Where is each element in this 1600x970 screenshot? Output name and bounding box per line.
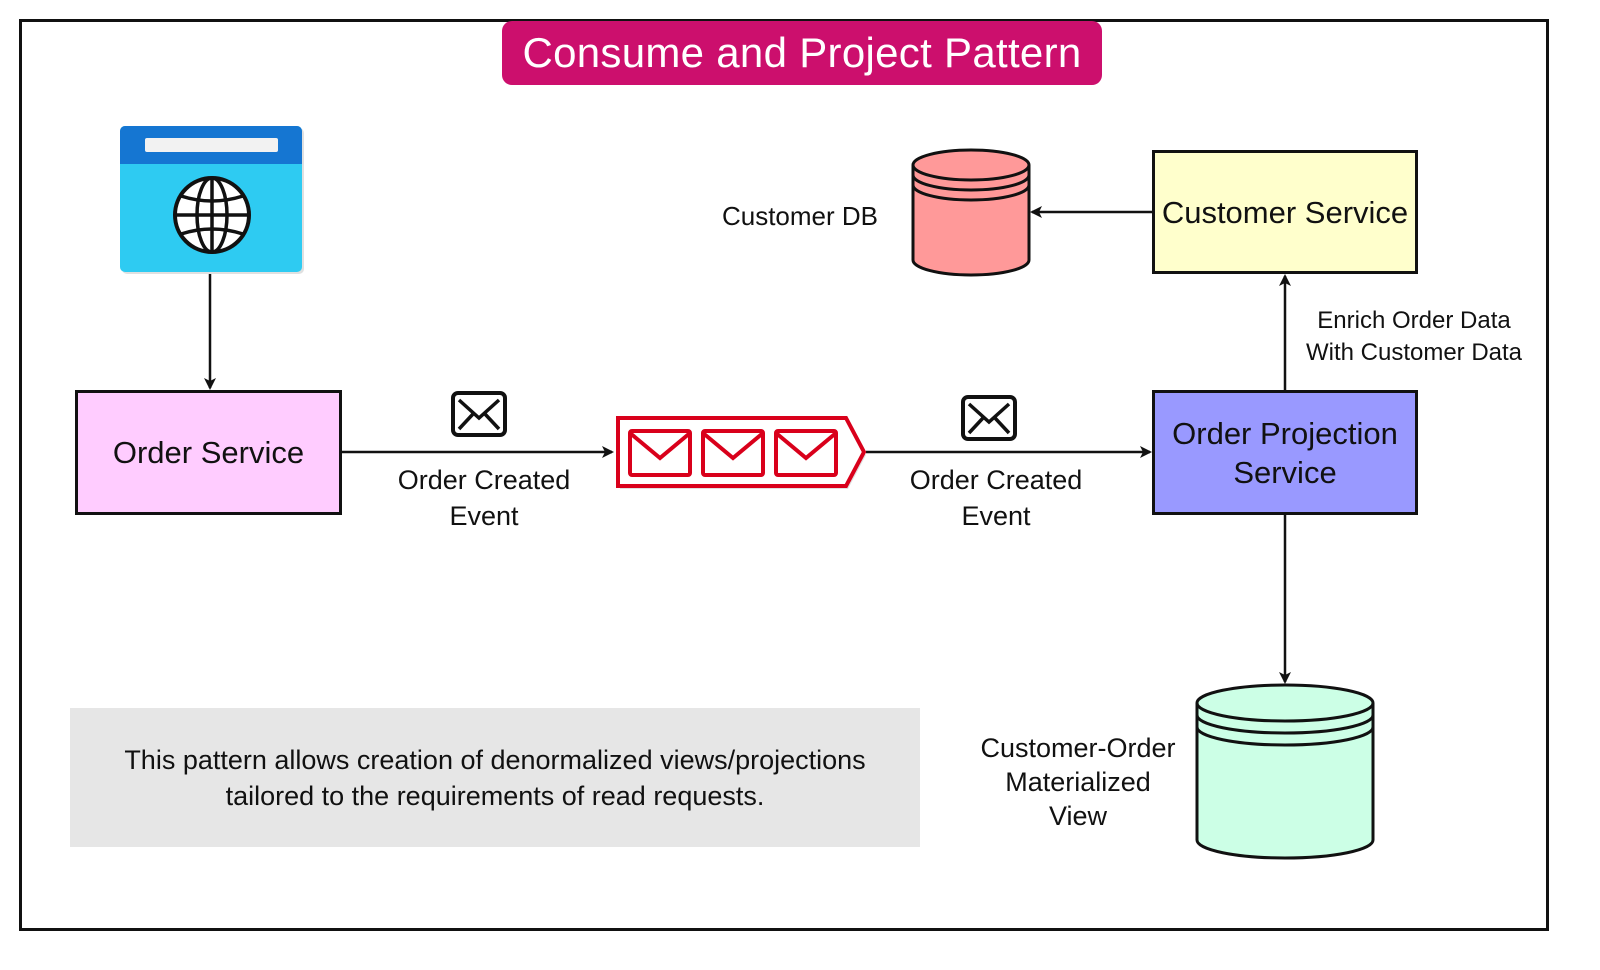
materialized-view-label-line3: View [1048, 801, 1108, 831]
event-label-left-line1: Order Created [397, 465, 571, 495]
materialized-view-cylinder [1195, 683, 1375, 860]
order-projection-service-node: Order Projection Service [1152, 390, 1418, 515]
order-service-node: Order Service [75, 390, 342, 515]
event-label-left-line2: Event [449, 501, 519, 531]
message-queue-icon [616, 416, 867, 489]
projection-service-label-line1: Order Projection [1172, 415, 1398, 451]
customer-service-node: Customer Service [1152, 150, 1418, 274]
diagram-frame [19, 19, 1549, 931]
enrich-label-line1: Enrich Order Data [1317, 307, 1511, 334]
event-label-left: Order Created Event [374, 462, 594, 534]
event-label-right-line1: Order Created [909, 465, 1083, 495]
order-service-label: Order Service [112, 435, 305, 470]
browser-globe-icon [120, 126, 304, 274]
materialized-view-label: Customer-Order Materialized View [958, 731, 1198, 833]
customer-db-label: Customer DB [721, 201, 879, 231]
materialized-view-label-line2: Materialized [1005, 767, 1151, 797]
diagram-title: Consume and Project Pattern [502, 21, 1102, 85]
envelope-icon [961, 395, 1017, 441]
note-line1: This pattern allows creation of denormal… [124, 744, 866, 775]
event-label-right-line2: Event [961, 501, 1031, 531]
note-line2: tailored to the requirements of read req… [225, 780, 765, 811]
envelope-icon [451, 391, 507, 437]
materialized-view-label-line1: Customer-Order [980, 733, 1176, 763]
customer-service-label: Customer Service [1161, 194, 1409, 230]
customer-db-cylinder [911, 148, 1031, 277]
pattern-description-note: This pattern allows creation of denormal… [70, 708, 920, 847]
projection-service-label-line2: Service [1233, 454, 1337, 490]
enrich-label-line2: With Customer Data [1305, 339, 1523, 366]
event-label-right: Order Created Event [886, 462, 1106, 534]
enrich-label: Enrich Order Data With Customer Data [1296, 305, 1532, 369]
